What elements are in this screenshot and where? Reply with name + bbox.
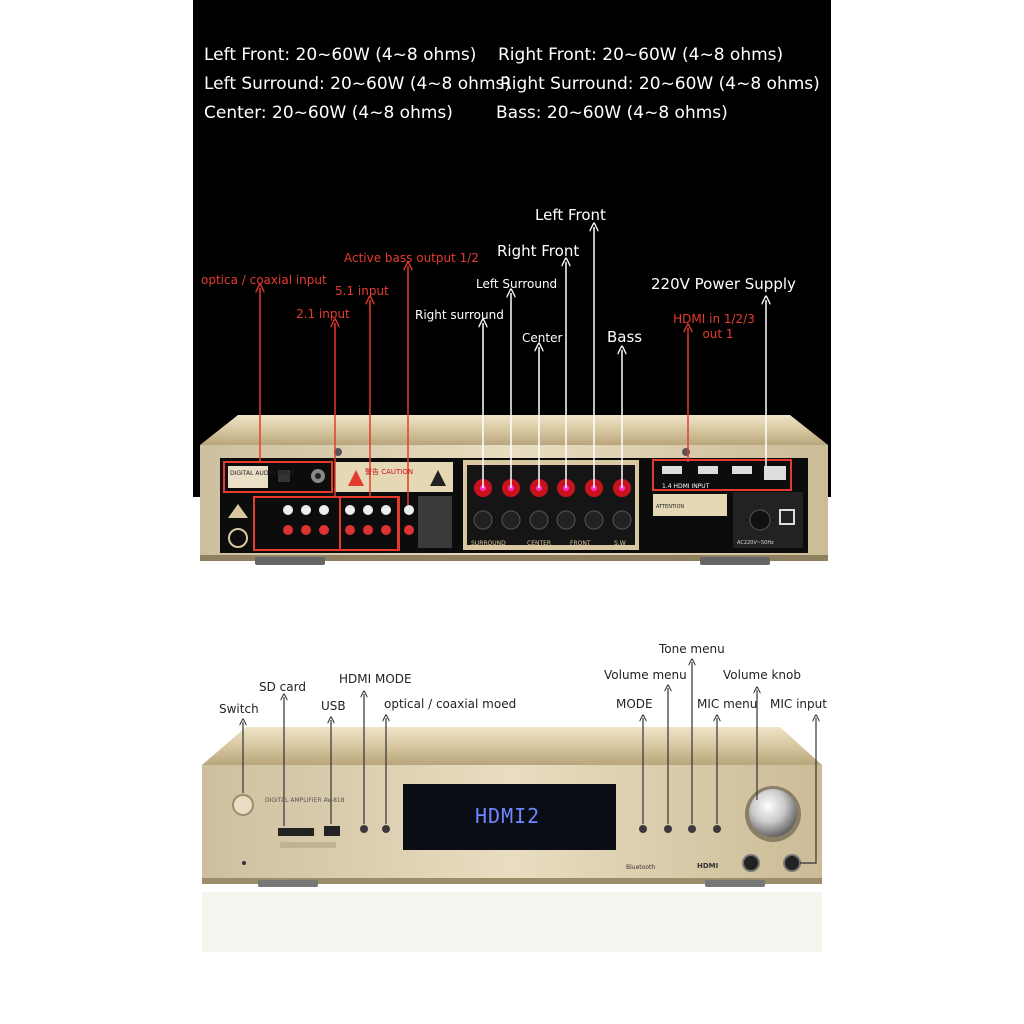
label-volume-knob: Volume knob (723, 668, 801, 682)
label-active-bass-output: Active bass output 1/2 (344, 251, 479, 265)
spec-left-surround: Left Surround: 20~60W (4~8 ohms) (204, 74, 511, 94)
label-left-surround: Left Surround (476, 277, 558, 291)
label-switch: Switch (219, 702, 259, 716)
center-print: CENTER (527, 540, 552, 547)
spec-center: Center: 20~60W (4~8 ohms) (204, 103, 453, 123)
rca-jacks (283, 505, 414, 535)
spec-right-surround: Right Surround: 20~60W (4~8 ohms) (500, 74, 820, 94)
spec-bass: Bass: 20~60W (4~8 ohms) (496, 103, 728, 123)
label-sd-card: SD card (259, 680, 306, 694)
label-mode: MODE (616, 697, 653, 711)
sw-print: S.W (614, 540, 626, 547)
label-right-front: Right Front (497, 242, 580, 260)
label-optical-coaxial-input: optica / coaxial input (201, 273, 327, 287)
label-input-21: 2.1 input (296, 307, 350, 321)
display-readout: HDMI2 (475, 804, 541, 828)
label-hdmi-in: HDMI in 1/2/3 (673, 312, 755, 326)
label-optical-coaxial-mode: optical / coaxial moed (384, 697, 517, 711)
surround-print: SURROUND (471, 540, 506, 547)
label-tone-menu: Tone menu (659, 642, 725, 656)
label-hdmi-mode: HDMI MODE (339, 672, 412, 686)
rear-chassis (200, 415, 828, 565)
front-print: FRONT (570, 540, 591, 547)
rear-callout-lines (260, 227, 766, 505)
spec-left-front: Left Front: 20~60W (4~8 ohms) (204, 45, 477, 65)
ac-input-print: AC220V~50Hz (737, 540, 774, 546)
front-chassis (202, 727, 822, 952)
front-callout-lines (243, 662, 816, 864)
attention-print: ATTENTION (656, 504, 685, 510)
label-usb: USB (321, 699, 346, 713)
label-input-51: 5.1 input (335, 284, 389, 298)
label-hdmi-out: out 1 (702, 327, 734, 341)
label-volume-menu: Volume menu (604, 668, 687, 682)
hdmi-input-print: 1.4 HDMI INPUT (662, 483, 710, 490)
model-print: DIGITAL AMPLIFIER AV-818 (265, 797, 345, 804)
bluetooth-print: Bluetooth (626, 864, 656, 871)
label-right-surround: Right surround (415, 308, 504, 322)
speaker-terminals (473, 479, 632, 530)
digital-audio-input-print: DIGITAL AUDIO INPUT (230, 470, 295, 477)
label-bass: Bass (607, 328, 643, 346)
label-power-supply: 220V Power Supply (651, 275, 796, 293)
label-left-front: Left Front (535, 206, 606, 224)
rear-panel-diagram (193, 0, 831, 497)
spec-right-front: Right Front: 20~60W (4~8 ohms) (498, 45, 784, 65)
hdmi-logo-print: HDMI (697, 862, 719, 870)
caution-print: 警告 CAUTION (365, 468, 414, 476)
label-mic-input: MIC input (770, 697, 827, 711)
label-mic-menu: MIC menu (697, 697, 758, 711)
label-center: Center (522, 331, 563, 345)
